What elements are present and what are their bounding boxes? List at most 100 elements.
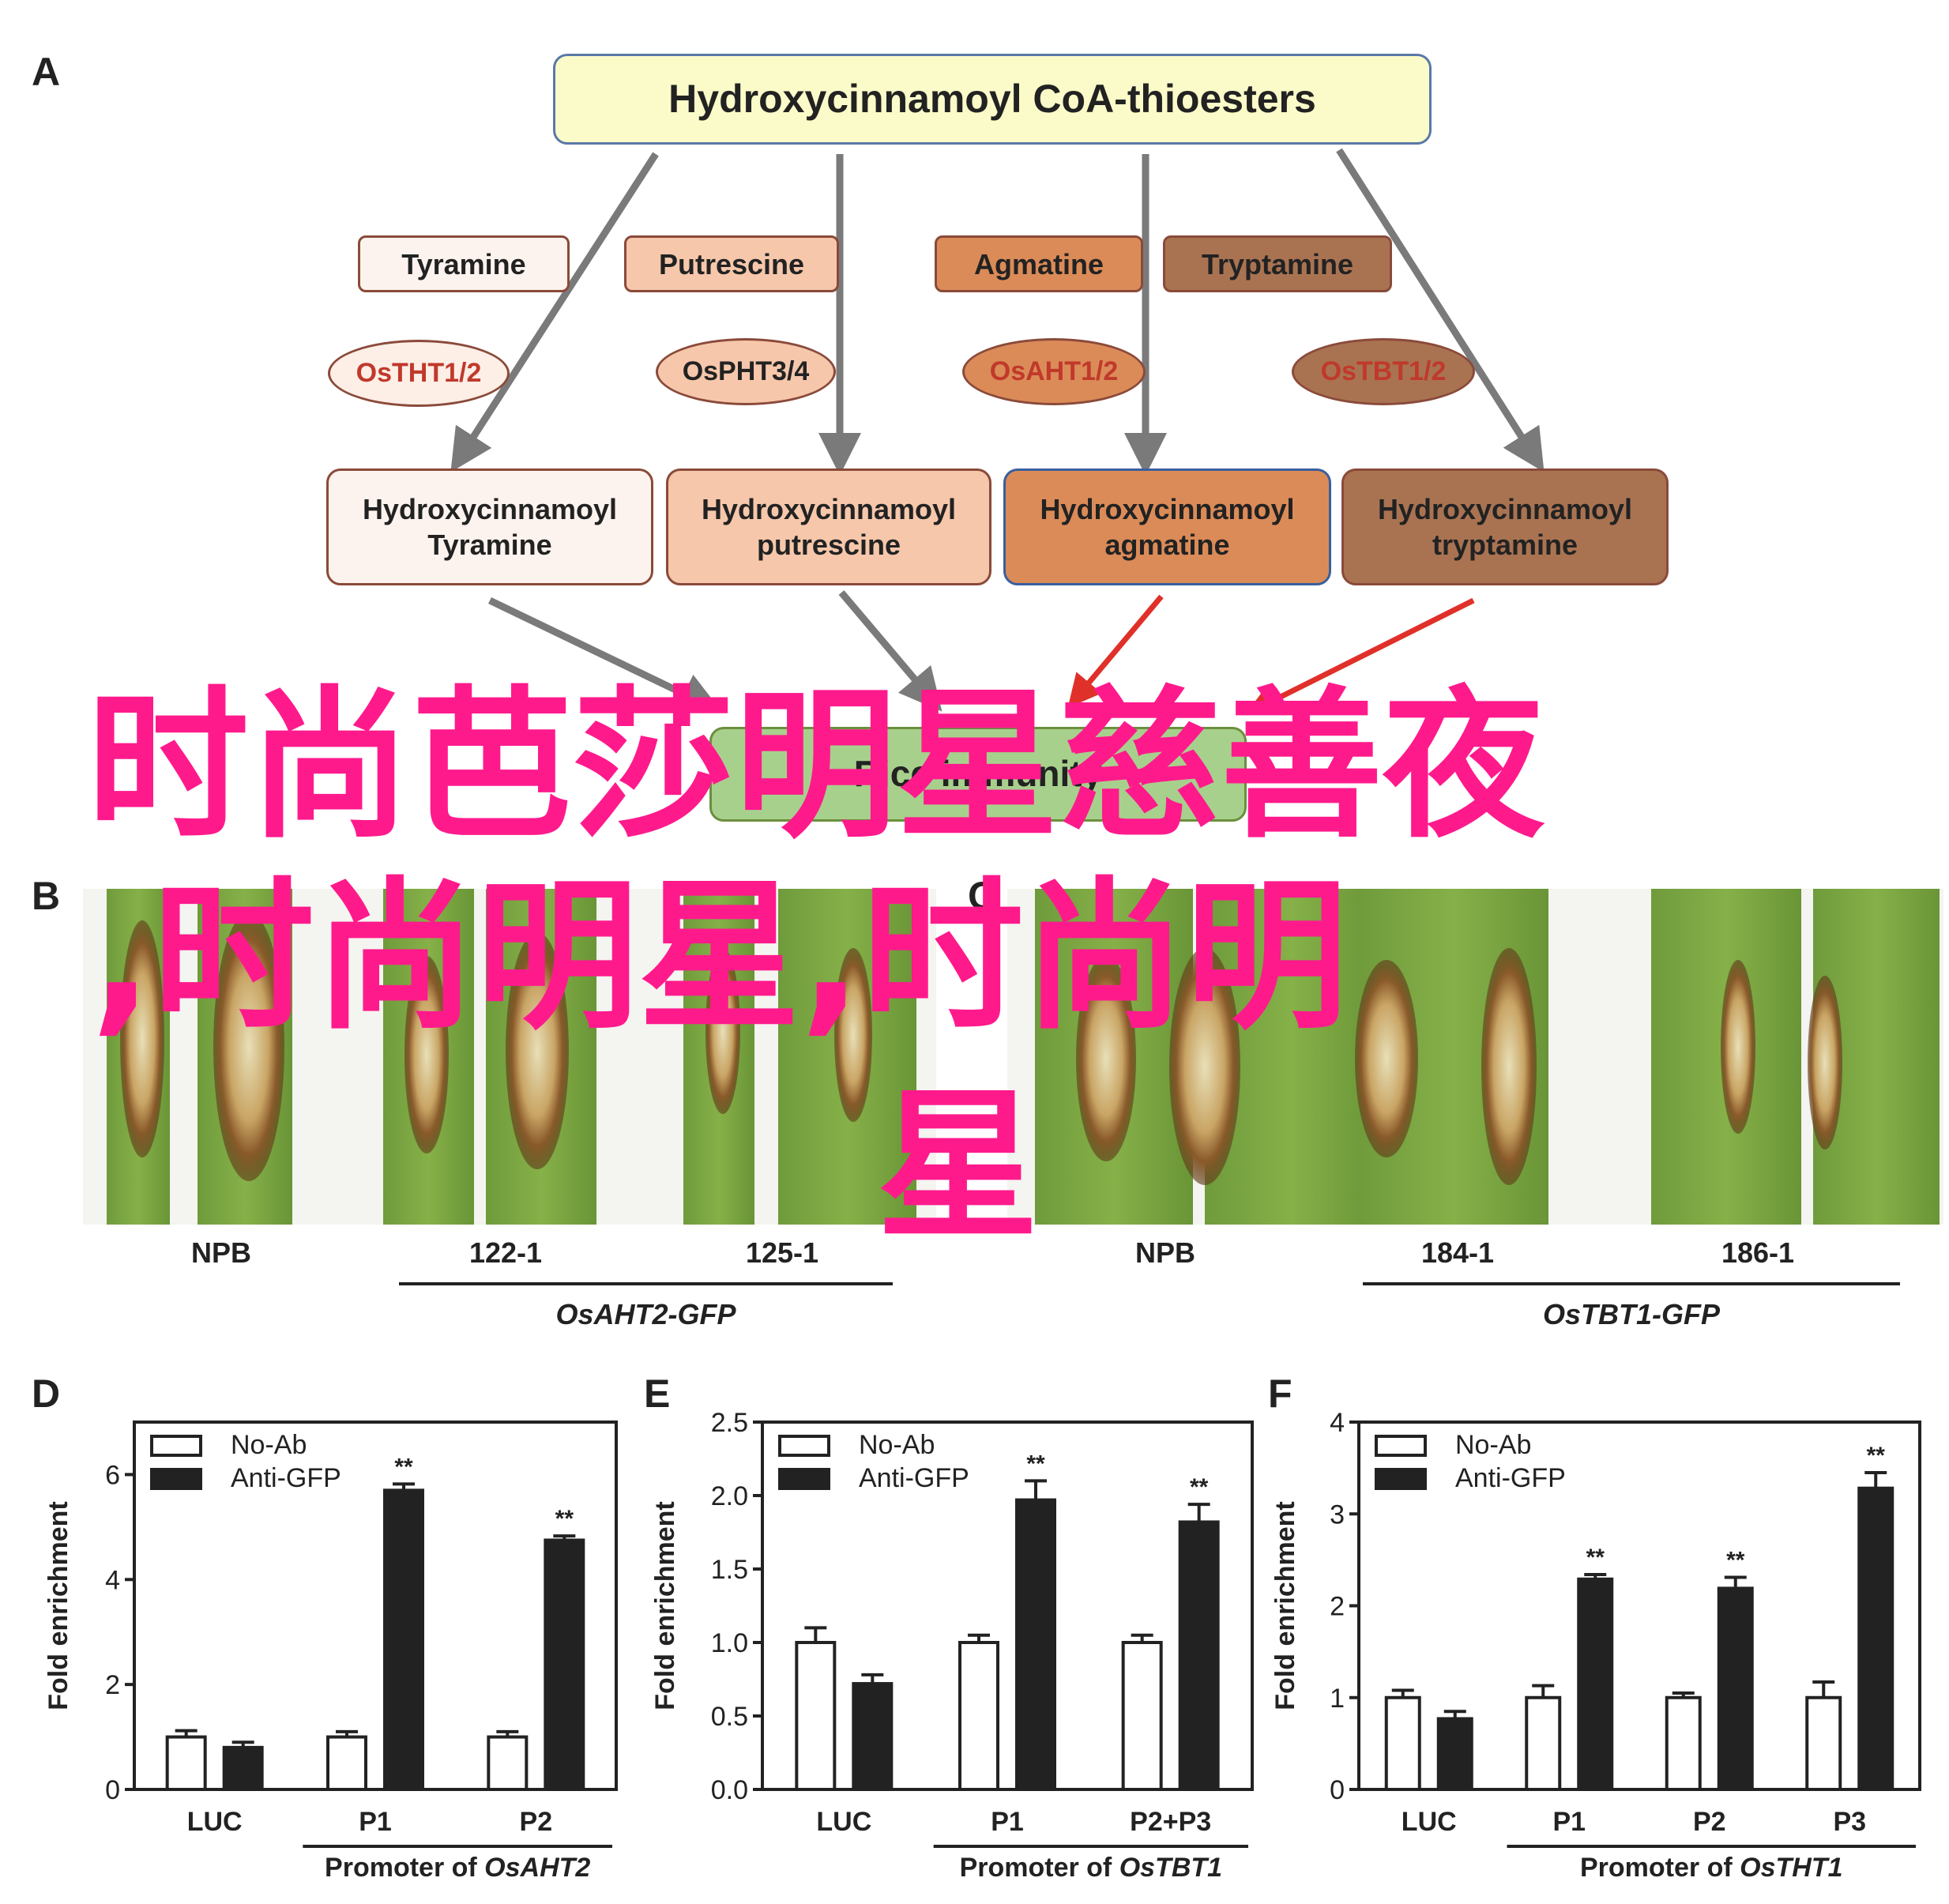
- category-label-p1: P1: [359, 1807, 392, 1837]
- group-label-c: OsTBT1-GFP: [1542, 1298, 1720, 1330]
- arrow-tryptamine-to-immunity: [1245, 597, 1475, 715]
- y-tick-label: 0.5: [711, 1702, 748, 1732]
- photo-label-b-122: 122-1: [468, 1236, 543, 1269]
- category-label-p1: P1: [991, 1807, 1024, 1837]
- photo-label-b-npb: NPB: [190, 1236, 251, 1269]
- top-substrate-box: Hydroxycinnamoyl CoA-thioesters: [553, 54, 1432, 145]
- bar-anti-gfp-p2+p3: [1178, 1520, 1220, 1791]
- bar-anti-gfp-luc: [852, 1682, 894, 1791]
- photo-label-c-186: 186-1: [1721, 1236, 1795, 1269]
- y-tick-label: 4: [1330, 1408, 1345, 1438]
- bar-anti-gfp-p3: [1857, 1486, 1894, 1791]
- y-tick-label: 1: [1330, 1684, 1345, 1714]
- rice-immunity-box: Rice immunity: [709, 727, 1247, 822]
- y-tick-label: 2.0: [711, 1481, 748, 1511]
- category-label-luc: LUC: [1402, 1807, 1457, 1837]
- category-label-p3: P3: [1833, 1807, 1866, 1837]
- bar-no-ab-p2: [1665, 1695, 1702, 1791]
- y-tick-label: 6: [105, 1460, 120, 1490]
- x-axis-label: Promoter of OsAHT2: [325, 1853, 590, 1883]
- bar-anti-gfp-luc: [1436, 1717, 1473, 1791]
- substrate-putrescine: Putrescine: [624, 235, 839, 292]
- legend-label-anti-gfp: Anti-GFP: [859, 1463, 969, 1493]
- bar-anti-gfp-p2: [1717, 1586, 1754, 1791]
- enzyme-osTBT: OsTBT1/2: [1292, 338, 1475, 405]
- significance-mark: **: [1867, 1443, 1886, 1469]
- category-label-p1: P1: [1552, 1807, 1586, 1837]
- y-tick-label: 0: [105, 1775, 120, 1805]
- substrate-tyramine: Tyramine: [358, 235, 570, 292]
- bar-no-ab-p3: [1805, 1695, 1842, 1791]
- legend-label-no-ab: No-Ab: [1455, 1430, 1531, 1460]
- arrow-agmatine-to-immunity: [1067, 594, 1164, 709]
- legend-label-no-ab: No-Ab: [859, 1430, 935, 1460]
- legend-swatch-no-ab: [150, 1435, 202, 1457]
- bar-no-ab-p1: [958, 1641, 999, 1791]
- lesions: [120, 912, 1842, 1185]
- panel-label-b: B: [32, 874, 61, 918]
- arrow-to-tryptamine-product: [1336, 148, 1545, 472]
- significance-mark: **: [555, 1506, 574, 1532]
- legend-swatch-anti-gfp: [778, 1468, 830, 1490]
- arrow-to-tyramine-product: [450, 152, 659, 472]
- y-tick-label: 3: [1330, 1499, 1345, 1530]
- substrate-agmatine: Agmatine: [935, 235, 1143, 292]
- bar-no-ab-luc: [795, 1641, 837, 1791]
- y-tick-label: 1.0: [711, 1628, 748, 1658]
- bar-anti-gfp-p1: [1015, 1498, 1056, 1792]
- product-agmatine: Hydroxycinnamoyl agmatine: [1003, 468, 1331, 585]
- x-axis-label: Promoter of OsTHT1: [1580, 1853, 1842, 1883]
- photo-label-c-184: 184-1: [1420, 1236, 1495, 1269]
- overlay-text-line-1: 时尚芭莎明星慈善夜: [87, 672, 1545, 860]
- significance-mark: **: [394, 1454, 413, 1480]
- y-tick-label: 2: [105, 1670, 120, 1700]
- arrow-putrescine-to-immunity: [838, 590, 943, 712]
- y-tick-label: 2.5: [711, 1408, 748, 1438]
- enzyme-osPHT: OsPHT3/4: [656, 338, 836, 405]
- overlay-text-line-2: ,时尚明星,时尚明: [91, 864, 1348, 1052]
- y-tick-label: 0: [1330, 1775, 1345, 1805]
- y-tick-label: 4: [105, 1565, 120, 1595]
- significance-mark: **: [1026, 1451, 1045, 1477]
- substrate-tryptamine: Tryptamine: [1163, 235, 1392, 292]
- bar-anti-gfp-p1: [383, 1488, 424, 1791]
- category-label-luc: LUC: [187, 1807, 243, 1837]
- bar-anti-gfp-p2: [544, 1538, 585, 1791]
- y-tick-label: 2: [1330, 1592, 1345, 1622]
- y-axis-label: Fold enrichment: [652, 1501, 680, 1710]
- group-line-b: [399, 1282, 893, 1285]
- y-tick-label: 0.0: [711, 1775, 748, 1805]
- bar-no-ab-luc: [165, 1735, 207, 1792]
- bar-no-ab-p2: [487, 1735, 529, 1792]
- legend-swatch-no-ab: [1375, 1435, 1427, 1457]
- legend-swatch-anti-gfp: [1375, 1468, 1427, 1490]
- x-axis-label: Promoter of OsTBT1: [960, 1853, 1222, 1883]
- enzyme-osTHT: OsTHT1/2: [328, 340, 510, 407]
- legend-swatch-anti-gfp: [150, 1468, 202, 1490]
- category-label-luc: LUC: [816, 1807, 871, 1837]
- pathway-arrows: [450, 148, 1545, 715]
- y-axis-label: Fold enrichment: [43, 1501, 73, 1710]
- product-tyramine: Hydroxycinnamoyl Tyramine: [326, 468, 653, 585]
- legend-label-anti-gfp: Anti-GFP: [1455, 1463, 1566, 1493]
- bar-no-ab-p2+p3: [1121, 1641, 1163, 1791]
- panel-label-f: F: [1268, 1372, 1292, 1416]
- panel-label-c: C: [968, 874, 997, 918]
- legend-swatch-no-ab: [778, 1435, 830, 1457]
- arrow-tyramine-to-immunity: [488, 596, 723, 713]
- overlay-text-line-3: 星: [877, 1073, 1039, 1261]
- leaf-photos: [83, 889, 1943, 1225]
- panel-label-e: E: [644, 1372, 671, 1416]
- legend-label-anti-gfp: Anti-GFP: [231, 1463, 341, 1493]
- panel-label-d: D: [32, 1372, 61, 1416]
- significance-mark: **: [1726, 1547, 1745, 1573]
- leaf-strips-c: [1035, 889, 1940, 1225]
- legend-label-no-ab: No-Ab: [231, 1430, 307, 1460]
- significance-mark: **: [1190, 1474, 1209, 1500]
- photo-label-c-npb: NPB: [1134, 1236, 1195, 1269]
- category-label-p2: P2: [1693, 1807, 1726, 1837]
- bar-no-ab-p1: [326, 1735, 367, 1792]
- significance-mark: **: [1586, 1545, 1605, 1571]
